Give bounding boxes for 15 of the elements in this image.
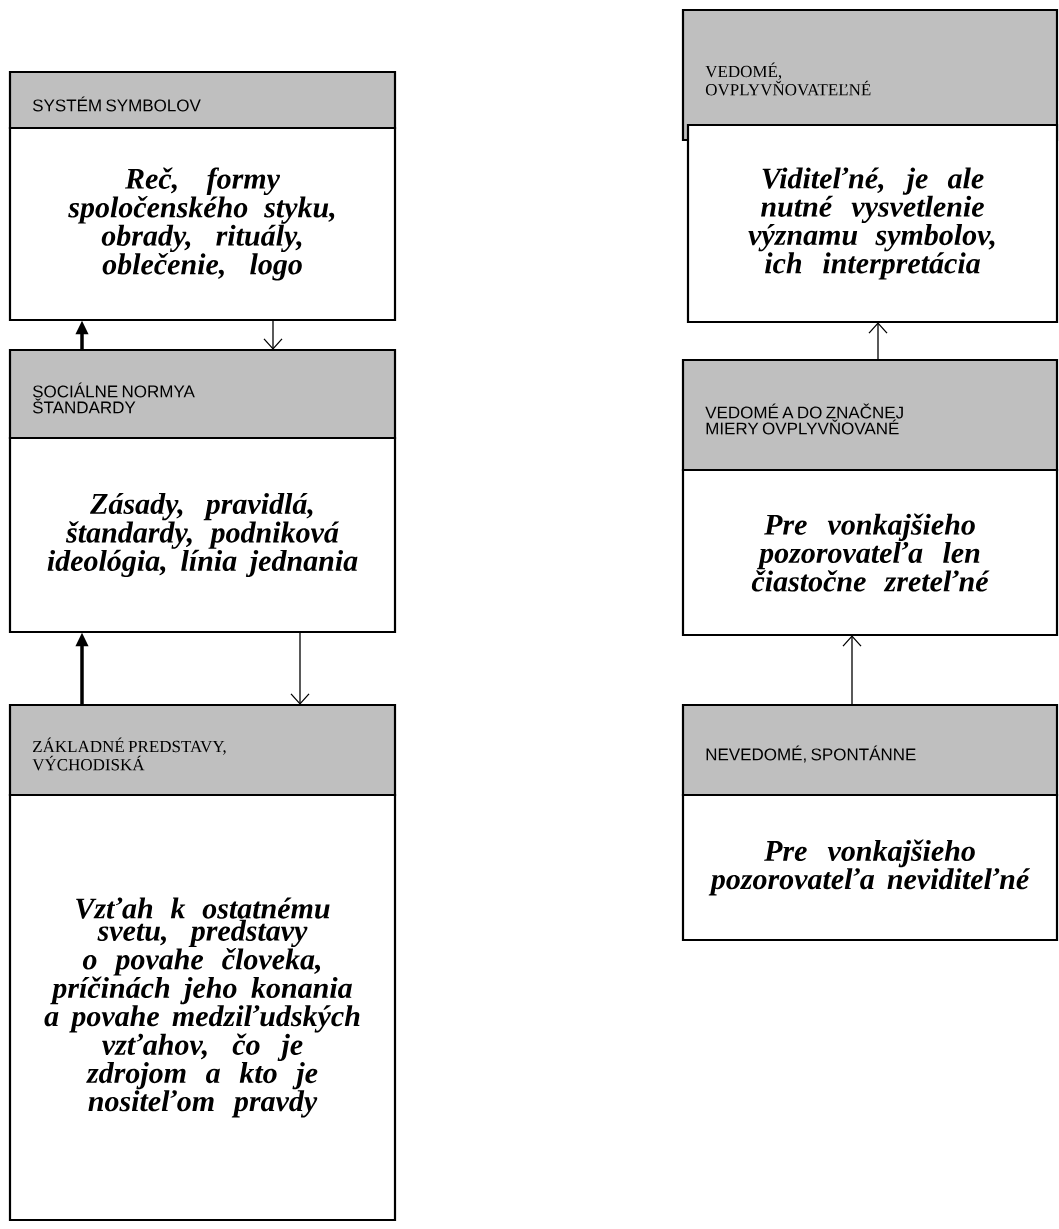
text-box: Reč, formy spoločenského styku, obrady, rituály, oblečenie, logo — [8, 126, 397, 322]
header-band: SYSTÉM SYMBOLOV — [8, 70, 397, 130]
header-band: ZÁKLADNÉ PREDSTAVY, VÝCHODISKÁ — [8, 703, 397, 797]
text-box: Viditeľné, je ale nutné vysvetlenie významu symbolov, ich interpretácia — [686, 123, 1059, 324]
arrow — [290, 631, 310, 705]
arrow — [842, 635, 862, 706]
text-box: Pre vonkajšieho pozorovateľa neviditeľné — [681, 793, 1059, 942]
arrow — [263, 319, 283, 350]
header-band: SOCIÁLNE NORMYA ŠTANDARDY — [8, 348, 397, 440]
arrow — [868, 322, 888, 361]
header-band: NEVEDOMÉ, SPONTÁNNE — [681, 703, 1059, 797]
text-box: Zásady, pravidlá, štandardy, podniková ideológia, línia jednania — [8, 436, 397, 634]
header-band: VEDOMÉ A DO ZNAČNEJ MIERY OVPLYVŇOVANÉ — [681, 358, 1059, 472]
text-box: Vzťah k ostatnému svetu, predstavy o povahe človeka, príčinách jeho konania a povahe medziľudských vzťahov, čo je zdrojom a kto je nositeľom pravdy — [8, 793, 397, 1222]
text-box: Pre vonkajšieho pozorovateľa len čiastočne zreteľné — [681, 468, 1059, 637]
